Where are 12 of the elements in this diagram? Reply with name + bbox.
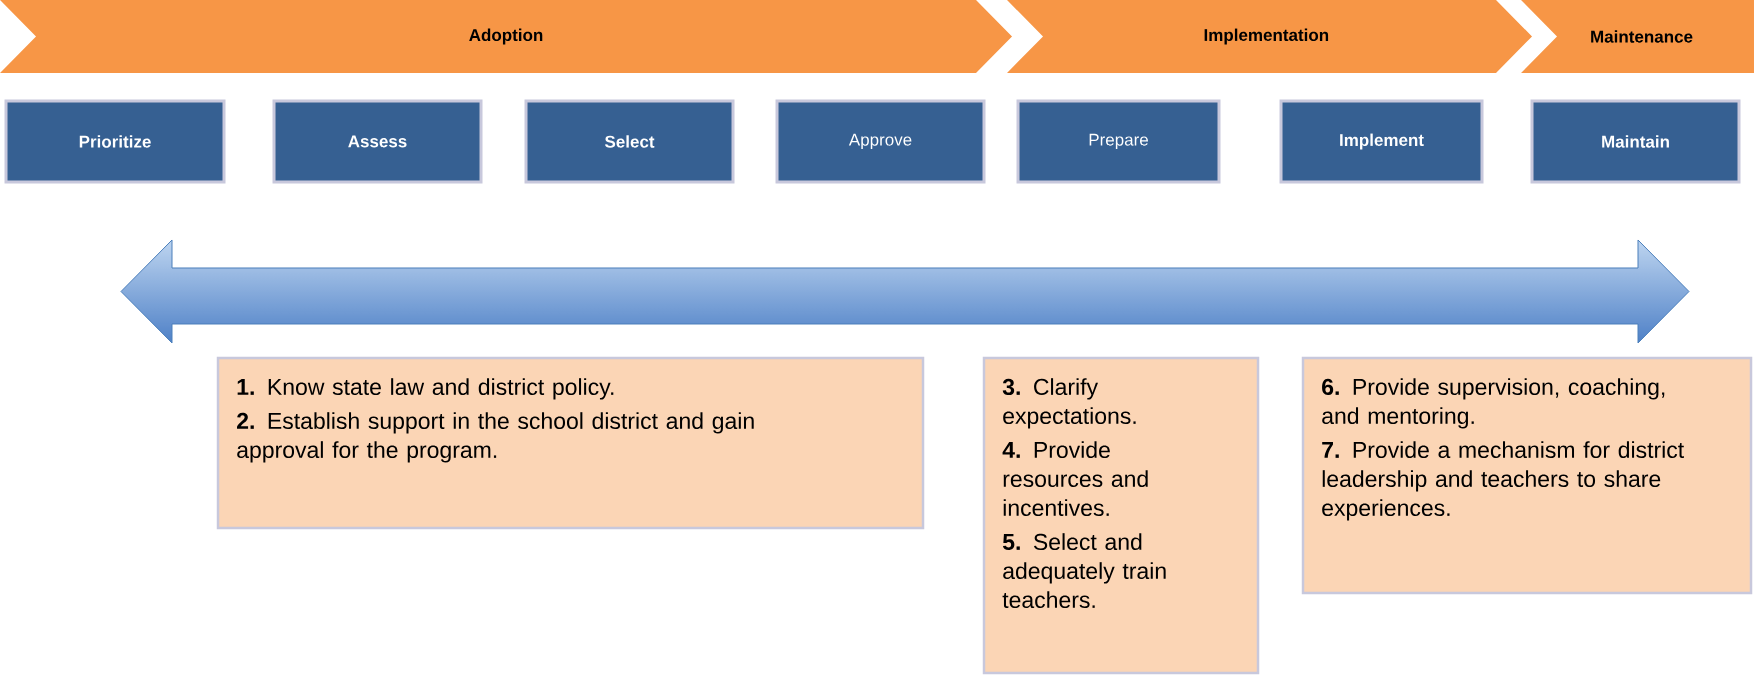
step-box: Implement	[1279, 99, 1484, 184]
step-box: Select	[524, 99, 735, 184]
text-box: 1. Know state law and district policy. 2. Establish support in the school district and gain approval for the program.	[216, 356, 925, 530]
step-box: Prioritize	[4, 99, 226, 184]
text-box: 3. Clarify expectations. 4. Provide resources and incentives. 5. Select and adequately train teachers.	[982, 356, 1260, 675]
phase-banner: Maintenance	[1521, 0, 1754, 73]
step-box: Approve	[775, 99, 986, 184]
phase-banner: Adoption	[0, 0, 1012, 73]
step-box: Prepare	[1016, 99, 1221, 184]
step-box: Maintain	[1530, 99, 1741, 184]
text-box: 6. Provide supervision, coaching, and mentoring. 7. Provide a mechanism for district leadership and teachers to share experiences.	[1301, 356, 1753, 595]
step-box: Assess	[272, 99, 483, 184]
